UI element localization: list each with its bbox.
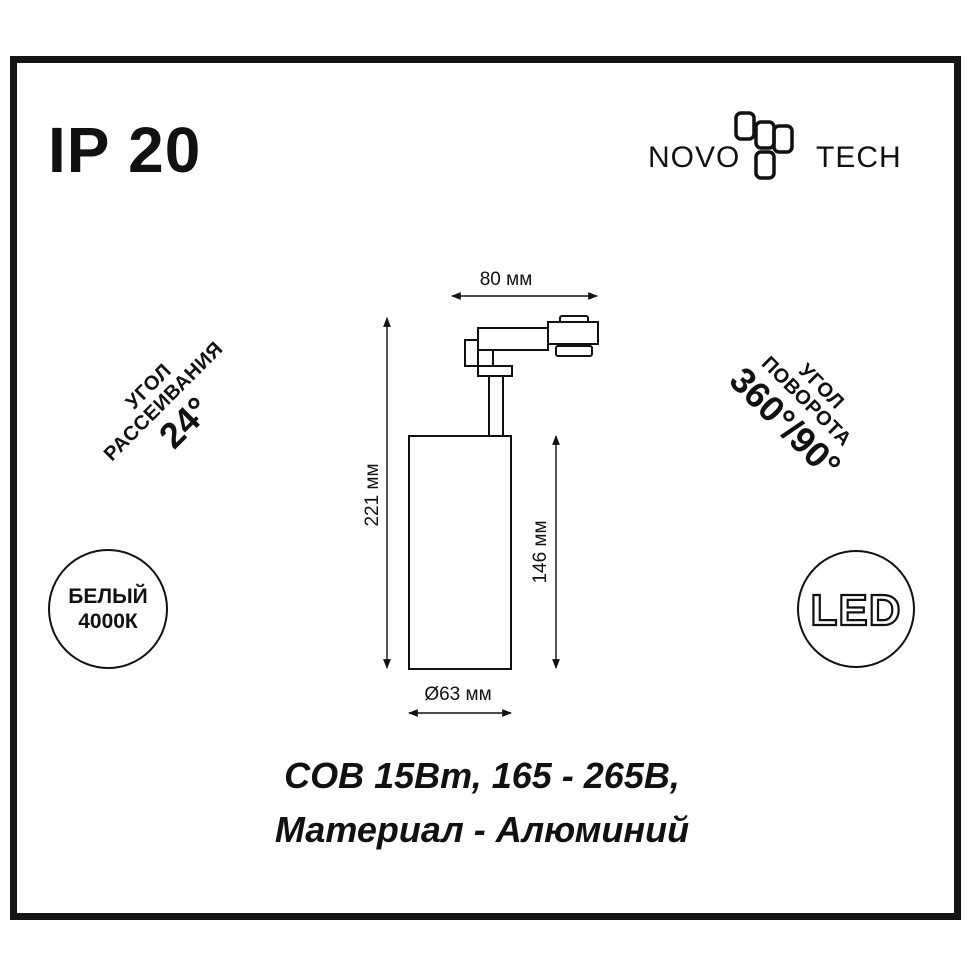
led-badge-text: LED (809, 585, 902, 636)
outer-frame (10, 56, 961, 920)
spec-power-voltage: COB 15Вт, 165 - 265В, (284, 755, 680, 796)
lamp-stem (488, 375, 504, 437)
body-height-dimension-label: 146 мм (530, 520, 551, 583)
brand-text-left: NOVO (648, 141, 741, 174)
width-dimension-label: 80 мм (480, 269, 533, 290)
brand-mark-icon (734, 111, 794, 180)
brand-text-right: TECH (816, 141, 902, 174)
diameter-dimension-label: Ø63 мм (424, 684, 491, 705)
track-adapter (464, 315, 599, 377)
lamp-body (408, 435, 512, 670)
color-temp-label: БЕЛЫЙ (68, 584, 148, 608)
color-temperature-badge: БЕЛЫЙ 4000К (48, 549, 168, 669)
led-badge: LED (797, 550, 915, 668)
brand-logo: NOVO TECH (640, 108, 920, 188)
total-height-dimension-label: 221 мм (362, 463, 383, 526)
lamp-dimension-drawing: 80 мм 221 мм 146 мм Ø63 мм (362, 269, 599, 717)
color-temp-value: 4000К (78, 610, 138, 633)
spec-material: Материал - Алюминий (274, 809, 690, 850)
ip-rating: IP 20 (48, 114, 202, 186)
svg-text:LED: LED (811, 586, 902, 635)
